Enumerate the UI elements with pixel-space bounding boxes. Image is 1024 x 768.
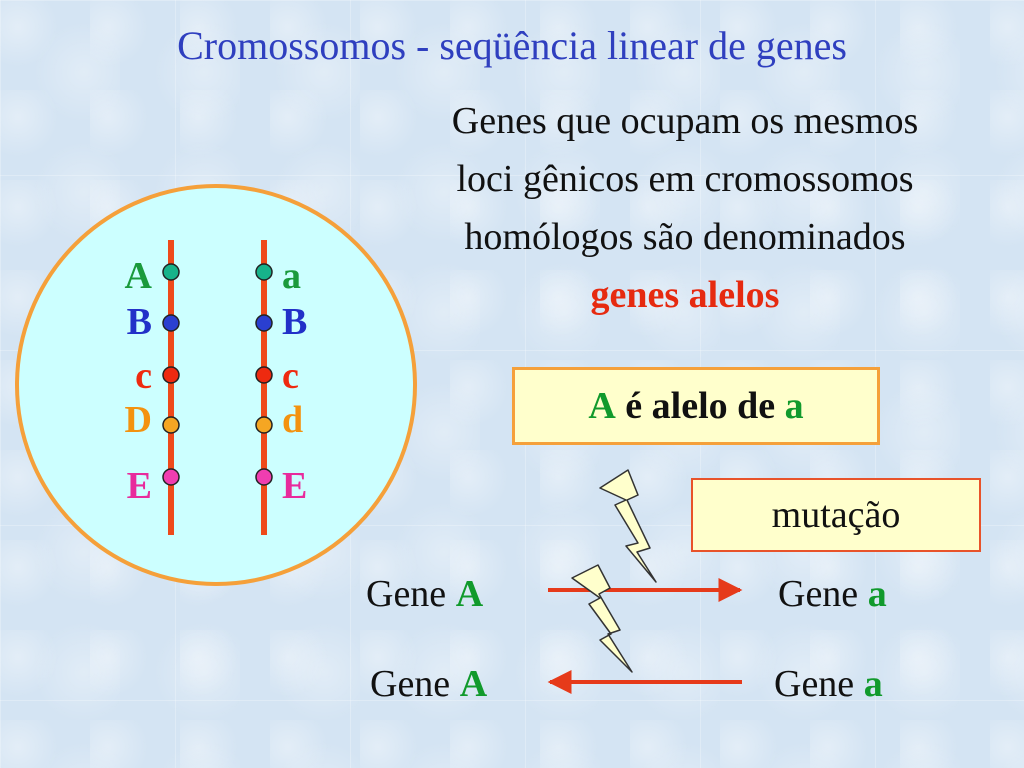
description-highlight: genes alelos — [590, 274, 780, 316]
gene-allele: a — [867, 573, 887, 615]
description-line: loci gênicos em cromossomos — [456, 158, 914, 200]
gene-locus-dot — [162, 416, 180, 434]
gene-word: Gene — [778, 573, 859, 615]
gene-label: E — [127, 465, 152, 507]
gene-label: A — [125, 255, 153, 297]
page-title: Cromossomos - seqüência linear de genes — [177, 23, 847, 68]
gene-allele: A — [455, 573, 484, 615]
gene-locus-dot — [255, 416, 273, 434]
gene-label: d — [282, 399, 303, 441]
gene-locus-dot — [162, 468, 180, 486]
gene-word: Gene — [366, 573, 447, 615]
gene-label: E — [282, 465, 307, 507]
description-text: Genes que ocupam os mesmos loci gênicos … — [360, 92, 1010, 324]
gene-locus-dot — [255, 468, 273, 486]
gene-label: a — [282, 255, 301, 297]
gene-label: c — [135, 355, 152, 397]
gene-row-2-left: Gene A — [370, 662, 487, 706]
gene-label: B — [127, 301, 152, 343]
gene-locus-dot — [255, 366, 273, 384]
description-line: homólogos são denominados — [464, 216, 906, 258]
allele-left: A — [588, 385, 616, 427]
gene-locus-dot — [162, 314, 180, 332]
gene-locus-dot — [255, 314, 273, 332]
gene-row-1-right: Gene a — [778, 572, 887, 616]
gene-row-2-right: Gene a — [774, 662, 883, 706]
gene-locus-dot — [255, 263, 273, 281]
gene-row-1-left: Gene A — [366, 572, 483, 616]
gene-label: D — [125, 399, 152, 441]
lightning-bolt-icon — [571, 564, 633, 673]
gene-locus-dot — [162, 263, 180, 281]
allele-right: a — [784, 385, 804, 427]
cell-circle — [15, 184, 417, 586]
lightning-bolt-icon — [599, 469, 657, 583]
gene-locus-dot — [162, 366, 180, 384]
gene-allele: a — [863, 663, 883, 705]
mutation-label: mutação — [771, 494, 901, 536]
gene-allele: A — [459, 663, 488, 705]
mutation-box: mutação — [691, 478, 981, 552]
description-line: Genes que ocupam os mesmos — [451, 100, 919, 142]
gene-word: Gene — [370, 663, 451, 705]
gene-label: c — [282, 355, 299, 397]
gene-label: B — [282, 301, 307, 343]
gene-word: Gene — [774, 663, 855, 705]
allele-statement-box: A é alelo de a — [512, 367, 880, 445]
allele-middle: é alelo de — [625, 385, 776, 427]
